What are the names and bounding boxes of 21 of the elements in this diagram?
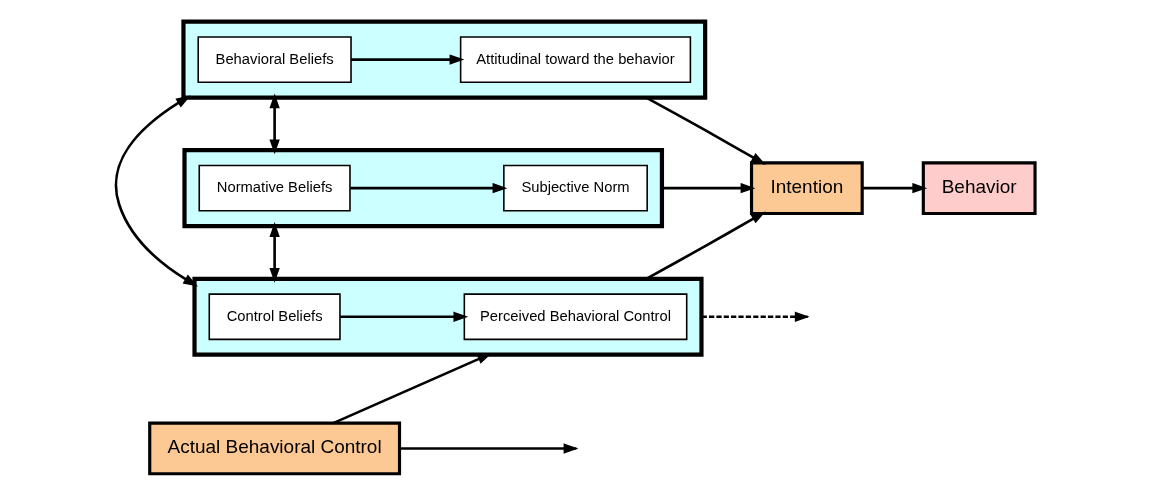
node-box: Actual Behavioral Control bbox=[148, 421, 402, 475]
arrow bbox=[351, 53, 465, 65]
arrow bbox=[645, 210, 766, 280]
arrow bbox=[269, 221, 280, 283]
node-box: Behavior bbox=[921, 160, 1037, 215]
arrow bbox=[269, 93, 280, 154]
cluster bbox=[181, 19, 708, 100]
arrow bbox=[862, 182, 928, 193]
arrow bbox=[340, 311, 469, 322]
node-box: Intention bbox=[749, 160, 864, 215]
node-box: Control Beliefs bbox=[208, 292, 341, 340]
cluster bbox=[192, 276, 704, 357]
arrow bbox=[350, 182, 508, 193]
node-box: Normative Beliefs bbox=[198, 164, 351, 212]
node-box: Subjective Norm bbox=[503, 164, 648, 212]
node-box: Behavioral Beliefs bbox=[197, 35, 352, 83]
node-box: Attitudinal toward the behavior bbox=[459, 35, 692, 83]
arrow bbox=[661, 182, 756, 193]
cluster bbox=[182, 147, 665, 228]
arrow bbox=[114, 95, 198, 286]
node-box: Perceived Behavioral Control bbox=[463, 292, 688, 340]
